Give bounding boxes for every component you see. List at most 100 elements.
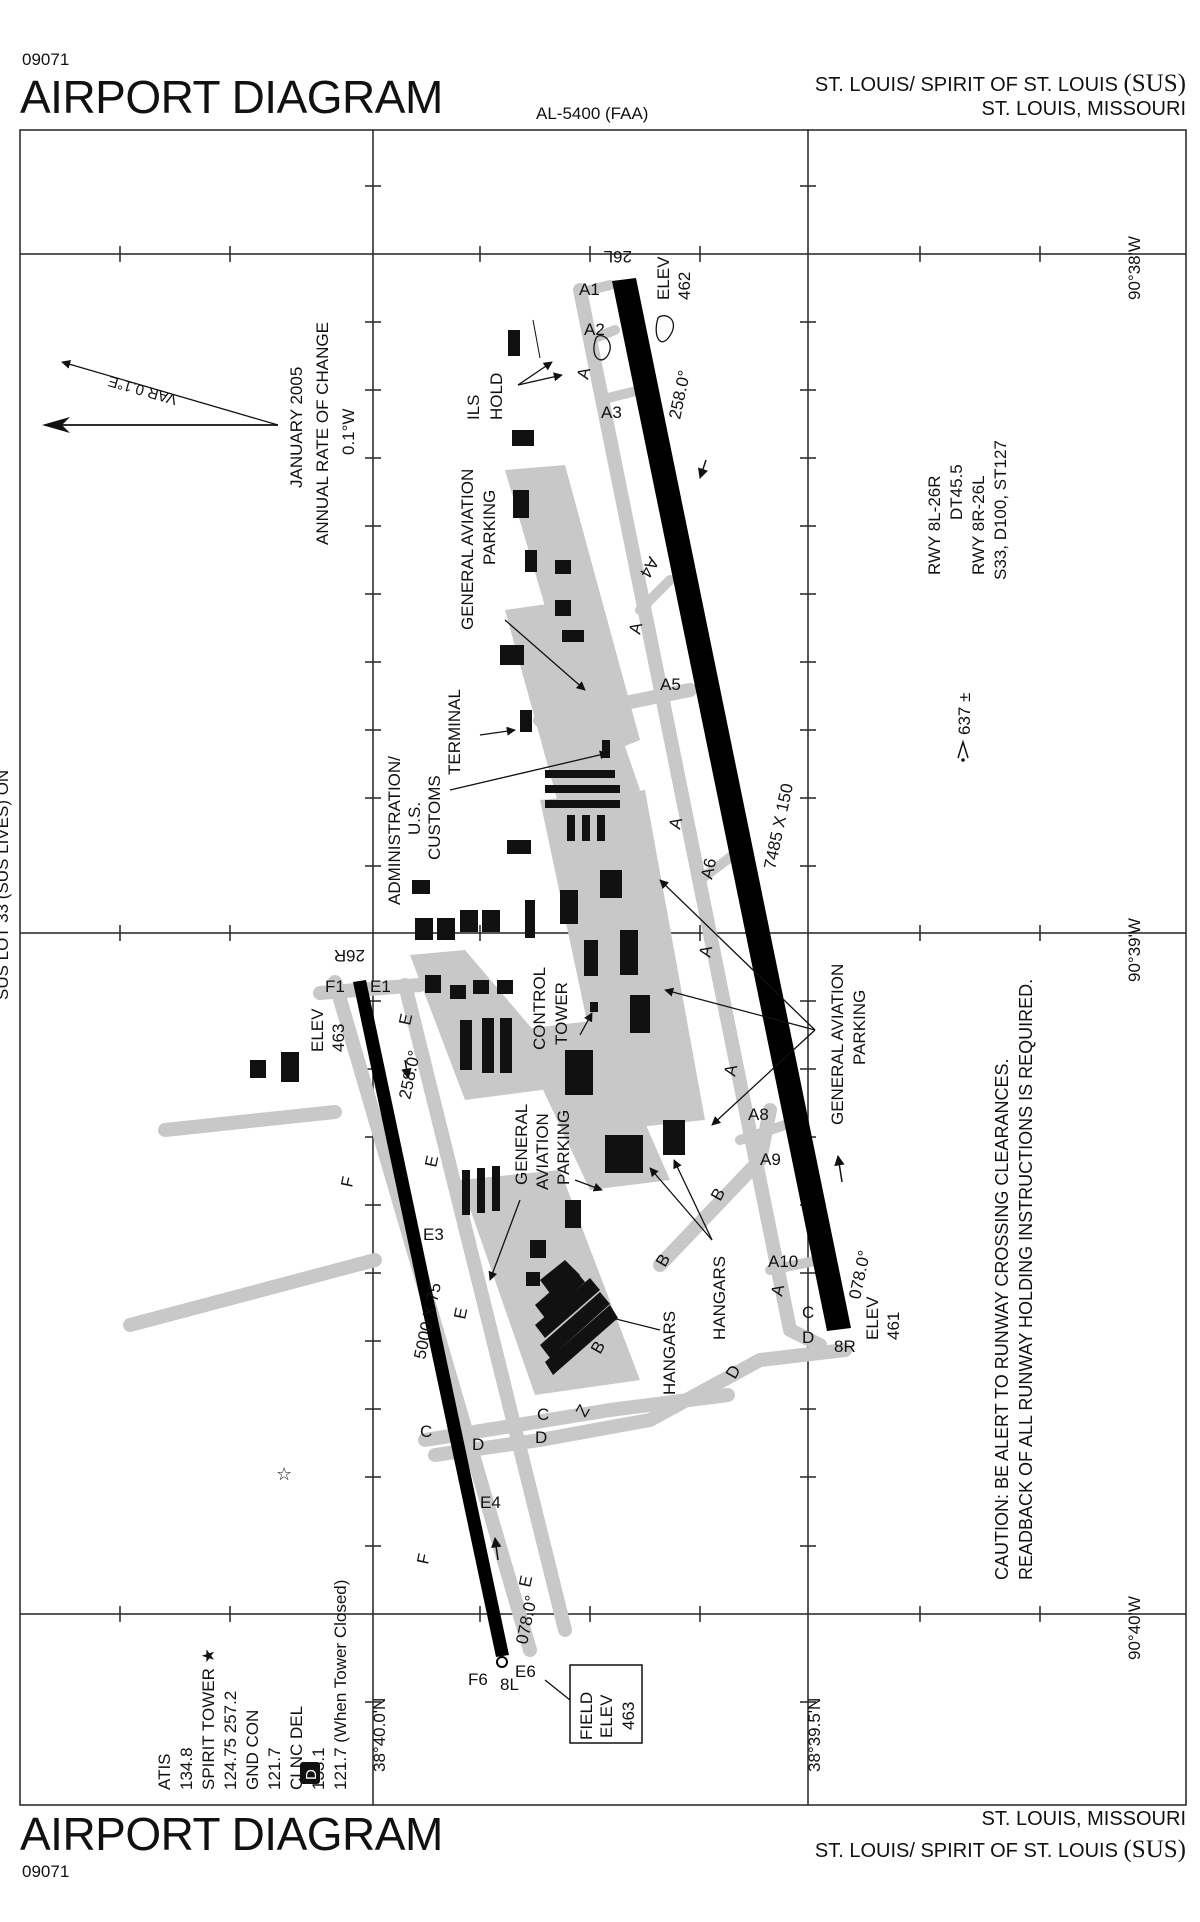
ga-parking-north-leader (504, 619, 586, 691)
hangar (605, 1135, 643, 1173)
hangar-row (540, 1292, 610, 1358)
lat-label-3950: 38°39.5'N (805, 1698, 824, 1772)
building (415, 918, 433, 940)
ga-parking-east-label: GENERAL AVIATION (828, 964, 847, 1125)
doc-id: AL-5400 (FAA) (536, 104, 649, 123)
runway-8l-threshold (496, 1656, 508, 1668)
building (582, 815, 590, 841)
terminal-label: TERMINAL (445, 689, 464, 775)
d-symbol-box (300, 1762, 320, 1784)
taxiway-label-c: C (420, 1422, 432, 1441)
field-elev-box (569, 1664, 643, 1744)
magnetic-north-arrow (61, 359, 279, 426)
building (545, 800, 620, 808)
taxiway-label-c: C (537, 1405, 549, 1424)
rwy-26r-label: 26R (334, 946, 365, 965)
freq-atis-name: ATIS (155, 1753, 174, 1790)
lon-label-38: 90°38'W (1125, 236, 1144, 300)
taxiway-label-a: A (625, 620, 646, 636)
footer-title: AIRPORT DIAGRAM (20, 1808, 443, 1860)
elev-26r-value: 463 (329, 1024, 348, 1052)
airport-name: ST. LOUIS/ SPIRIT OF ST. LOUIS (814, 74, 1118, 96)
footer-city-state: ST. LOUIS, MISSOURI (981, 1808, 1186, 1830)
ga-parking-sw-leader (488, 1199, 521, 1281)
ga-parking-sw-label-3: PARKING (554, 1110, 573, 1185)
field-elev-value: 463 (619, 1702, 638, 1730)
building (567, 815, 575, 841)
rwy-main-dims: 7485 X 150 (760, 782, 797, 871)
taxiway-a2-conn (585, 325, 620, 345)
building (555, 560, 571, 574)
hangars-west-leader (599, 1312, 661, 1331)
hangar-row (540, 1260, 580, 1300)
taxiway-label-f: F (413, 1552, 434, 1566)
taxiway-label-f6: F6 (468, 1670, 488, 1689)
admin-building (412, 880, 430, 894)
ga-parking-sw-label-2: AVIATION (533, 1113, 552, 1190)
taxiway-label-a1: A1 (579, 280, 600, 299)
building (500, 645, 524, 665)
taxiway-labels: A1 A2 A3 A4 A5 A6 A8 A9 A10 A A A A A A … (325, 280, 814, 1689)
ils-hold-mark (532, 319, 541, 359)
admin-label-3: CUSTOMS (425, 775, 444, 860)
taxiway-label-a10: A10 (768, 1252, 798, 1271)
city-state-header: ST. LOUIS, MISSOURI (981, 98, 1186, 120)
building (460, 910, 478, 932)
building (525, 900, 535, 938)
heading-arrow-26r (401, 1059, 412, 1080)
taxiway-label-a5: A5 (660, 675, 681, 694)
heading-arrow-26l (698, 459, 708, 479)
taxiway-label-a: A (665, 815, 686, 831)
ils-hold-label-2: HOLD (487, 373, 506, 420)
freq-atis-value: 134.8 (177, 1747, 196, 1790)
taxiway-label-c: C (802, 1303, 814, 1322)
building (555, 600, 571, 616)
taxiway-label-a2: A2 (584, 320, 605, 339)
ga-parking-sw-leader (574, 1179, 603, 1192)
elev-26r-word: ELEV (308, 1008, 327, 1052)
graticule-ticks (119, 185, 1041, 1703)
taxiway-label-a: A (720, 1062, 741, 1078)
taxiway-label-a: A (695, 943, 716, 959)
footer-airport-name: ST. LOUIS/ SPIRIT OF ST. LOUIS (814, 1840, 1118, 1862)
var-date: JANUARY 2005 (287, 367, 306, 488)
building (492, 1166, 500, 1211)
building (512, 430, 534, 446)
caution-line2: READBACK OF ALL RUNWAY HOLDING INSTRUCTI… (1016, 979, 1036, 1580)
building (437, 918, 455, 940)
rwy-8r-heading: 078.0° (845, 1249, 874, 1301)
ga-parking-sw-label: GENERAL (512, 1104, 531, 1185)
freq-gnd-name: GND CON (243, 1710, 262, 1790)
buildings (250, 330, 685, 1375)
building (565, 1200, 581, 1228)
building (460, 1020, 472, 1070)
d-symbol-icon: D (303, 1769, 320, 1780)
taxiway-label-d: D (802, 1328, 814, 1347)
diagram-frame (19, 129, 1187, 1806)
elev-8r-word: ELEV (863, 1296, 882, 1340)
rwy-26l-label: 26L (604, 247, 632, 266)
runway-8r-26l (612, 278, 851, 1331)
building (560, 890, 578, 924)
hangars-west-label: HANGARS (660, 1311, 679, 1395)
building (597, 815, 605, 841)
building (425, 975, 441, 993)
taxiway-label-e: E (395, 1012, 416, 1027)
heading-arrow-8l (491, 1536, 502, 1561)
freq-gnd-value: 121.7 (265, 1747, 284, 1790)
taxiway-label-a: A (573, 365, 594, 381)
field-elev-word: FIELD (577, 1692, 596, 1740)
building (545, 770, 615, 778)
building (565, 1050, 593, 1095)
lat-label-4000: 38°40.0'N (370, 1698, 389, 1772)
freq-closed-value: 121.7 (When Tower Closed) (331, 1580, 350, 1790)
taxiway-d (428, 1343, 852, 1462)
admin-label: ADMINISTRATION/ (385, 756, 404, 905)
airport-name-header: ST. LOUIS/ SPIRIT OF ST. LOUIS (SUS) (815, 70, 1186, 98)
rwy-26r-heading: 258.0° (395, 1049, 424, 1101)
rwy-info-line3: RWY 8R-26L (969, 475, 988, 575)
taxiway-label-e4: E4 (480, 1493, 501, 1512)
taxiway-label-a3: A3 (601, 403, 622, 422)
building (530, 1240, 546, 1258)
building (562, 630, 584, 642)
